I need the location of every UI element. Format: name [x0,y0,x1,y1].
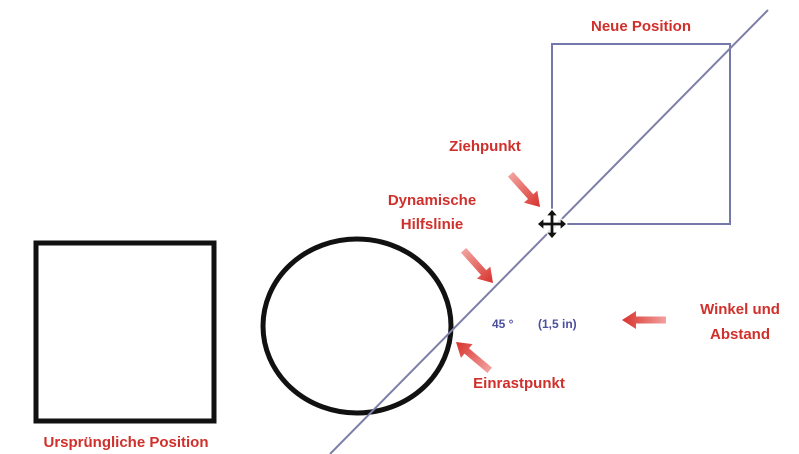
snap-point-label: Einrastpunkt [473,375,565,392]
angle-distance-label-line2: Abstand [710,326,770,343]
distance-readout: (1,5 in) [538,317,577,331]
drag-point-label: Ziehpunkt [449,138,521,155]
new-position-label: Neue Position [591,18,691,35]
arrow-to-guide-line [456,244,500,290]
angle-distance-label-line1: Winkel und [700,301,780,318]
original-square [33,240,217,424]
arrow-to-snap-point [450,335,496,378]
arrow-to-readout [622,311,666,329]
dynamic-guide-label-line1: Dynamische [388,192,476,209]
drag-point-icon [536,208,568,240]
original-position-label: Ursprüngliche Position [43,434,208,451]
dynamic-guide-label-line2: Hilfslinie [401,216,464,233]
arrow-to-drag-point [503,168,547,214]
circle-shape [260,236,454,416]
angle-readout: 45 ° [492,317,514,331]
new-position-square [551,43,731,225]
